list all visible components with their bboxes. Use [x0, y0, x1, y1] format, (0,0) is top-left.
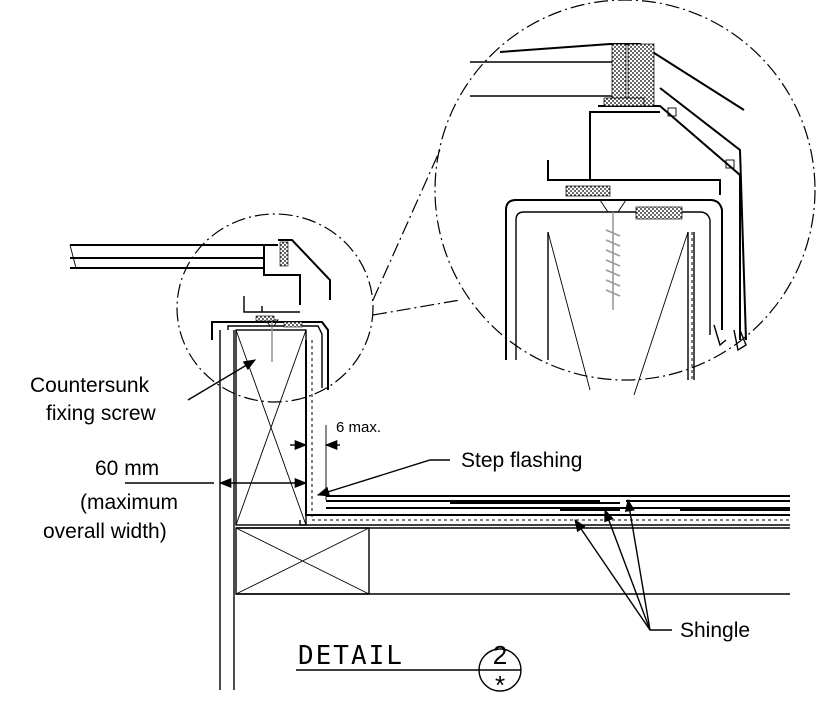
frame-profile	[263, 239, 331, 305]
leader-lower	[372, 299, 461, 316]
enlarged-section	[372, 0, 816, 396]
main-section	[69, 213, 790, 690]
zoom-post-edge	[547, 232, 689, 380]
zoom-glazing	[470, 61, 620, 97]
shingle-leader-1	[574, 518, 672, 631]
countersunk-leader	[187, 359, 257, 401]
dimensions	[125, 359, 672, 692]
shingle-leader-2	[604, 508, 651, 631]
label-step-flashing: Step flashing	[461, 449, 582, 472]
wall-frame-edge	[219, 330, 235, 690]
curb-flashing	[211, 321, 329, 390]
detail-number: 2	[493, 640, 507, 670]
zoom-post-cross	[547, 231, 689, 396]
label-gap: 6 max.	[336, 419, 381, 436]
step-flashing-leader	[316, 459, 450, 497]
wood-block-cross	[235, 527, 370, 595]
step-flashing	[305, 340, 790, 516]
roof-deck	[236, 527, 790, 595]
label-width-note-1: (maximum	[80, 491, 178, 514]
frame-sill	[243, 296, 300, 313]
leader-upper	[372, 149, 441, 301]
shingle-leader-3	[624, 498, 651, 631]
curb-flashing-inner	[227, 325, 323, 388]
detail-sheet: *	[495, 670, 505, 700]
underlay	[311, 340, 790, 521]
label-countersunk-2: fixing screw	[46, 402, 157, 425]
label-width-note-2: overall width)	[43, 520, 167, 543]
label-width-value: 60 mm	[95, 457, 159, 480]
zoom-screw-head	[599, 199, 627, 213]
label-shingle: Shingle	[680, 619, 750, 642]
zoom-curb-flashing	[505, 199, 723, 360]
detail-circle-large	[434, 0, 816, 381]
zoom-frame	[547, 105, 741, 340]
detail-title: DETAIL	[298, 641, 404, 671]
wood-post-cross	[235, 329, 307, 526]
label-countersunk-1: Countersunk	[30, 374, 150, 397]
detail-circle-small	[176, 213, 374, 403]
flashing-base	[299, 520, 790, 526]
